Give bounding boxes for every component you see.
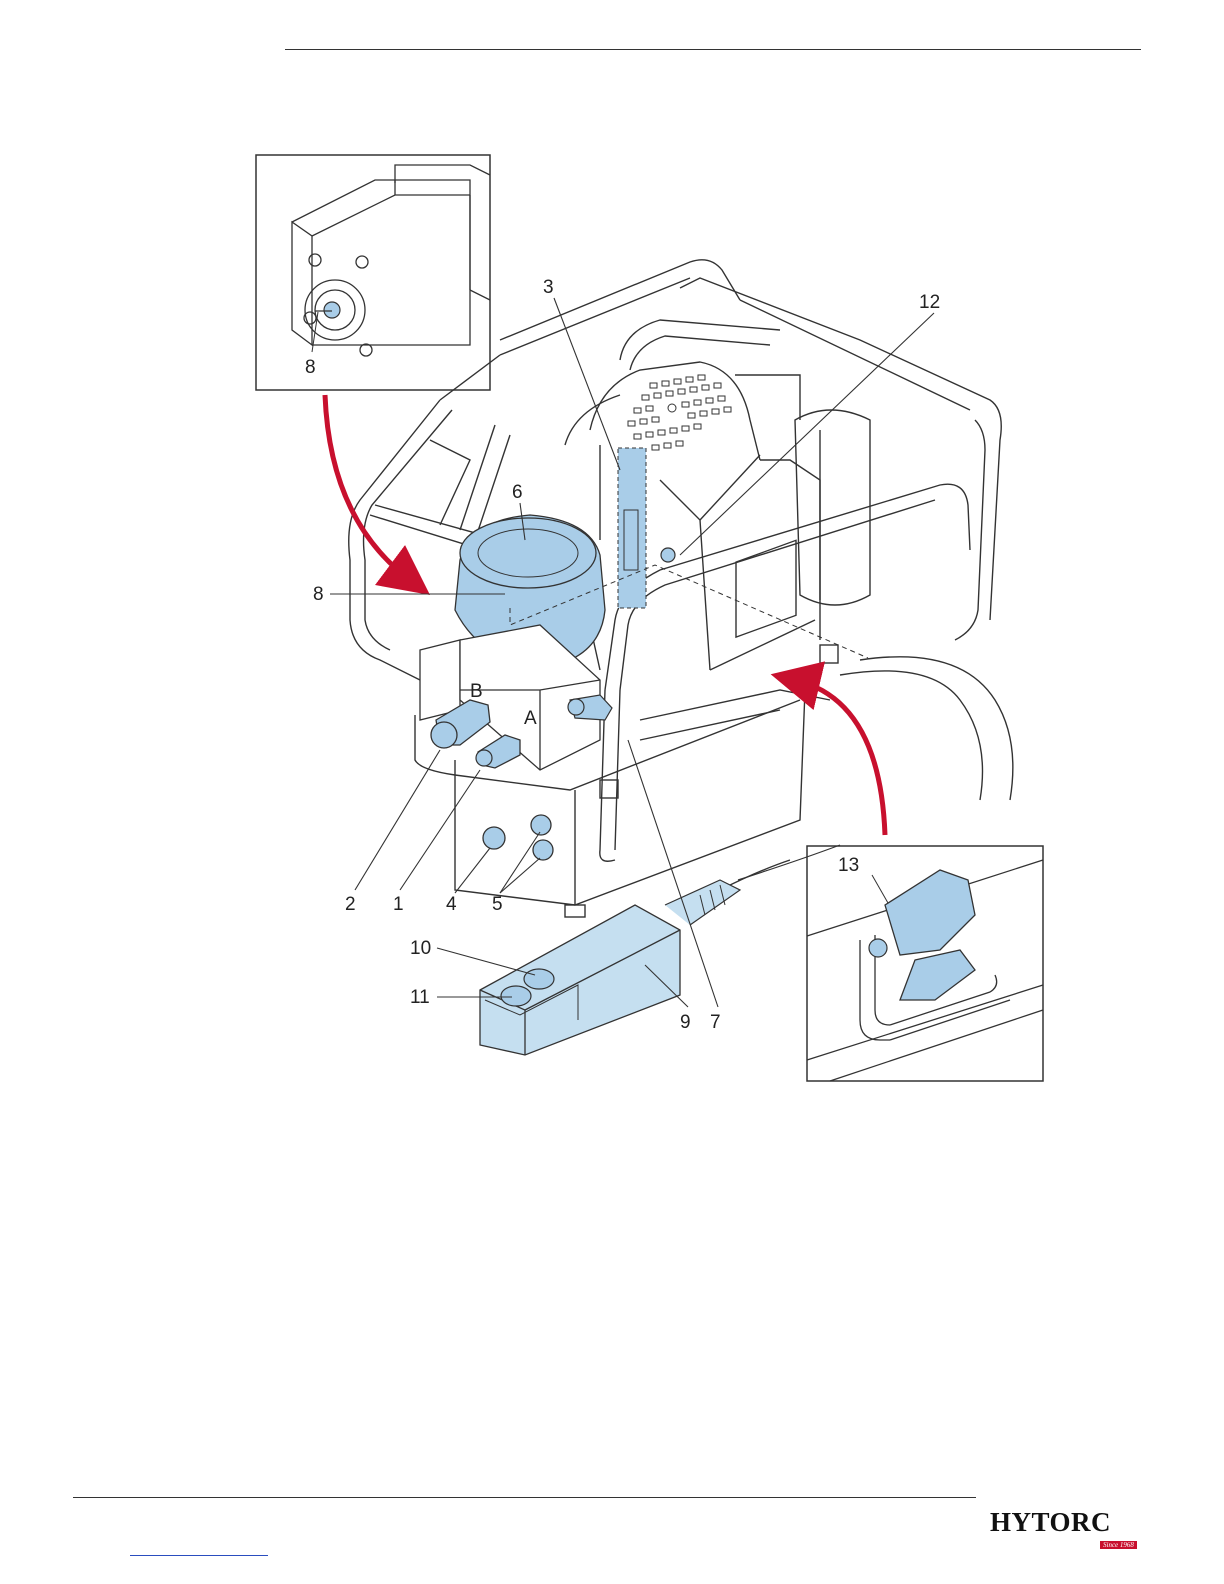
callout-2: 2 — [345, 894, 356, 915]
valve-label-a: A — [524, 708, 537, 729]
arrow-inset-to-13 — [795, 680, 885, 835]
footer-rule — [73, 1497, 976, 1498]
motor-grill — [628, 375, 731, 450]
pendant-button-11 — [501, 986, 531, 1006]
pendant-button-10 — [524, 969, 554, 989]
callout-12: 12 — [919, 292, 940, 313]
logo-text: HYTORC — [990, 1507, 1111, 1538]
callout-9: 9 — [680, 1012, 691, 1033]
plug-4 — [483, 827, 505, 849]
inset-clamp-13 — [807, 846, 1043, 1081]
callout-8-main: 8 — [313, 584, 324, 605]
plug-5-top — [531, 815, 551, 835]
arrow-inset-to-8 — [325, 395, 410, 580]
callout-6: 6 — [512, 482, 523, 503]
callout-11: 11 — [410, 987, 430, 1008]
callout-8-inset: 8 — [305, 357, 316, 378]
callout-5: 5 — [492, 894, 503, 915]
pendant-9 — [480, 845, 840, 1055]
inset-knob-8 — [324, 302, 340, 318]
inset-valve-8 — [256, 155, 490, 390]
callout-4: 4 — [446, 894, 457, 915]
plug-5-bottom — [533, 840, 553, 860]
callout-10: 10 — [410, 938, 431, 959]
bottom-link-underline — [130, 1555, 268, 1556]
logo-tagline: Since 1968 — [1100, 1541, 1137, 1549]
callout-1: 1 — [393, 894, 404, 915]
callout-7: 7 — [710, 1012, 721, 1033]
valve-label-b: B — [470, 681, 483, 702]
hytorc-logo: HYTORC Since 1968 — [990, 1507, 1150, 1557]
callout-3: 3 — [543, 277, 554, 298]
sight-glass-12 — [661, 548, 675, 562]
coupler-1 — [476, 735, 520, 768]
callout-13: 13 — [838, 855, 859, 876]
dipstick-3 — [618, 448, 646, 608]
